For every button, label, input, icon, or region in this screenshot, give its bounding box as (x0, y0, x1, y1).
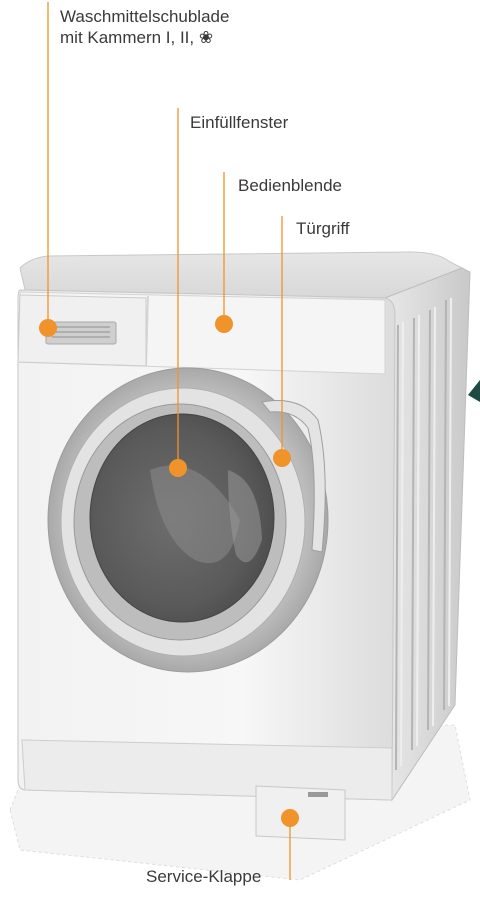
service-flap-latch (308, 792, 328, 797)
service-flap (256, 786, 345, 840)
label-service-flap: Service-Klappe (146, 866, 261, 887)
callout-dot-loading-window (169, 459, 187, 477)
callout-dot-door-handle (273, 449, 291, 467)
callout-dot-detergent-drawer (39, 319, 57, 337)
label-loading-window: Einfüllfenster (190, 112, 288, 133)
label-door-handle: Türgriff (296, 218, 350, 239)
label-detergent-drawer-line1: Waschmittelschublade (60, 6, 229, 27)
corner-mark-icon (468, 380, 480, 402)
callout-dot-service-flap (281, 809, 299, 827)
label-detergent-drawer-line2: mit Kammern I, II, ❀ (60, 27, 229, 48)
label-control-panel: Bedienblende (238, 175, 342, 196)
callout-dot-control-panel (215, 315, 233, 333)
label-detergent-drawer: Waschmittelschublade mit Kammern I, II, … (60, 6, 229, 48)
